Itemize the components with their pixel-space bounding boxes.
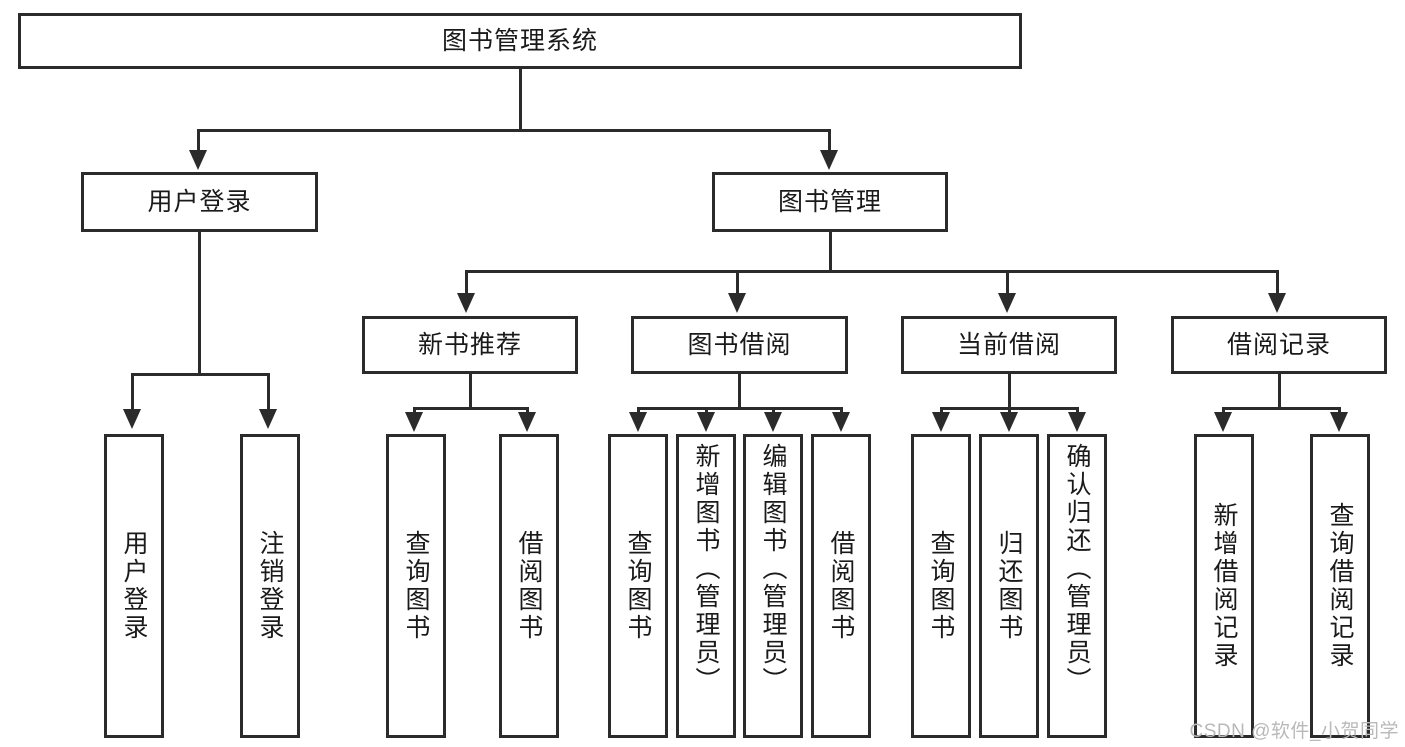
- arrow-to-leaf-borrow-book-2: [832, 412, 850, 432]
- connector-user-login-bus: [131, 373, 270, 376]
- arrow-to-user-login: [189, 150, 207, 170]
- arrow-to-leaf-edit-book: [764, 412, 782, 432]
- arrow-to-book-borrow: [728, 293, 746, 313]
- node-label: 查询图书: [624, 530, 652, 642]
- connector-new-book-bus: [413, 407, 529, 410]
- arrow-to-leaf-return-book: [1000, 412, 1018, 432]
- node-label: 借阅图书: [515, 530, 543, 642]
- node-label: 用户登录: [120, 530, 148, 642]
- connector-current-borrow-stem: [1008, 374, 1011, 408]
- node-label: 当前借阅: [956, 331, 1061, 359]
- arrow-to-leaf-logout-login: [259, 409, 277, 429]
- connector-bm-to-borrow-record: [1276, 270, 1279, 294]
- connector-root-stem: [519, 69, 522, 129]
- node-label: 查询图书: [402, 530, 430, 642]
- node-leaf-borrow-book-1[interactable]: 借阅图书: [499, 434, 559, 738]
- node-leaf-edit-book[interactable]: 编辑图书（管理员）: [743, 434, 803, 738]
- node-leaf-logout-login[interactable]: 注销登录: [240, 434, 300, 738]
- arrow-to-book-management: [820, 150, 838, 170]
- connector-borrow-record-bus: [1222, 407, 1341, 410]
- connector-new-book-stem: [469, 374, 472, 408]
- connector-book-borrow-stem: [738, 374, 741, 408]
- arrow-to-leaf-add-record: [1214, 412, 1232, 432]
- node-leaf-borrow-book-2[interactable]: 借阅图书: [811, 434, 871, 738]
- node-leaf-return-book[interactable]: 归还图书: [979, 434, 1039, 738]
- connector-user-login-stem: [198, 232, 201, 374]
- connector-bm-to-new-book: [465, 270, 468, 294]
- node-book-management[interactable]: 图书管理: [712, 172, 948, 232]
- arrow-to-leaf-confirm-return: [1068, 412, 1086, 432]
- node-label: 新书推荐: [417, 331, 522, 359]
- node-current-borrow[interactable]: 当前借阅: [901, 316, 1117, 374]
- csdn-watermark: CSDN @软件_小贺同学: [1189, 721, 1399, 742]
- node-label: 查询图书: [927, 530, 955, 642]
- node-label: 新增图书（管理员）: [692, 443, 720, 695]
- node-label: 图书借阅: [687, 331, 792, 359]
- node-label: 归还图书: [995, 530, 1023, 642]
- arrow-to-current-borrow: [998, 293, 1016, 313]
- node-leaf-query-book-1[interactable]: 查询图书: [386, 434, 446, 738]
- connector-user-login-right: [267, 373, 270, 410]
- node-book-borrow[interactable]: 图书借阅: [631, 316, 848, 374]
- node-leaf-query-book-3[interactable]: 查询图书: [911, 434, 971, 738]
- node-leaf-add-book[interactable]: 新增图书（管理员）: [676, 434, 736, 738]
- node-label: 图书管理系统: [441, 27, 598, 55]
- node-label: 查询借阅记录: [1326, 502, 1354, 670]
- arrow-to-leaf-query-book-1: [405, 412, 423, 432]
- connector-book-management-bus: [465, 270, 1279, 273]
- node-user-login[interactable]: 用户登录: [81, 172, 318, 232]
- node-label: 借阅图书: [827, 530, 855, 642]
- arrow-to-leaf-borrow-book-1: [518, 412, 536, 432]
- arrow-to-leaf-user-login: [123, 409, 141, 429]
- arrow-to-leaf-query-book-3: [932, 412, 950, 432]
- connector-borrow-record-stem: [1278, 374, 1281, 408]
- connector-root-to-book-management: [828, 129, 831, 151]
- node-leaf-add-record[interactable]: 新增借阅记录: [1194, 434, 1254, 738]
- connector-book-management-stem: [829, 232, 832, 271]
- node-leaf-confirm-return[interactable]: 确认归还（管理员）: [1047, 434, 1107, 738]
- arrow-to-leaf-add-book: [697, 412, 715, 432]
- node-label: 新增借阅记录: [1210, 502, 1238, 670]
- connector-user-login-left: [131, 373, 134, 410]
- connector-root-bus: [197, 129, 831, 132]
- node-leaf-query-book-2[interactable]: 查询图书: [608, 434, 668, 738]
- node-label: 注销登录: [256, 530, 284, 642]
- connector-root-to-user-login: [197, 129, 200, 151]
- node-label: 编辑图书（管理员）: [759, 443, 787, 695]
- node-label: 确认归还（管理员）: [1063, 443, 1091, 695]
- arrow-to-leaf-query-record: [1330, 412, 1348, 432]
- node-leaf-query-record[interactable]: 查询借阅记录: [1310, 434, 1370, 738]
- connector-bm-to-book-borrow: [736, 270, 739, 294]
- node-borrow-record[interactable]: 借阅记录: [1171, 316, 1387, 374]
- connector-bm-to-current-borrow: [1006, 270, 1009, 294]
- node-label: 图书管理: [777, 188, 882, 216]
- arrow-to-leaf-query-book-2: [629, 412, 647, 432]
- connector-book-borrow-bus: [637, 407, 843, 410]
- node-leaf-user-login[interactable]: 用户登录: [104, 434, 164, 738]
- node-new-book-recommend[interactable]: 新书推荐: [362, 316, 578, 374]
- node-book-management-system[interactable]: 图书管理系统: [18, 13, 1022, 69]
- node-label: 用户登录: [147, 188, 252, 216]
- arrow-to-borrow-record: [1268, 293, 1286, 313]
- node-label: 借阅记录: [1226, 331, 1331, 359]
- arrow-to-new-book-recommend: [457, 293, 475, 313]
